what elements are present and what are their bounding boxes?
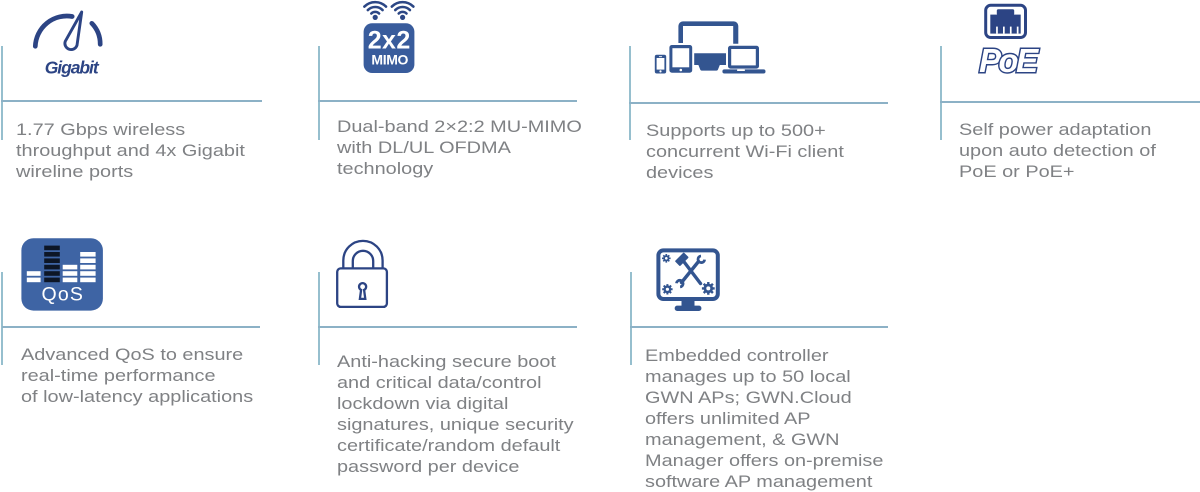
svg-text:MIMO: MIMO [371, 51, 408, 67]
svg-text:Gigabit: Gigabit [45, 57, 100, 77]
svg-text:QoS: QoS [41, 283, 82, 305]
svg-text:PoE: PoE [979, 42, 1039, 79]
svg-text:2x2: 2x2 [368, 27, 411, 55]
